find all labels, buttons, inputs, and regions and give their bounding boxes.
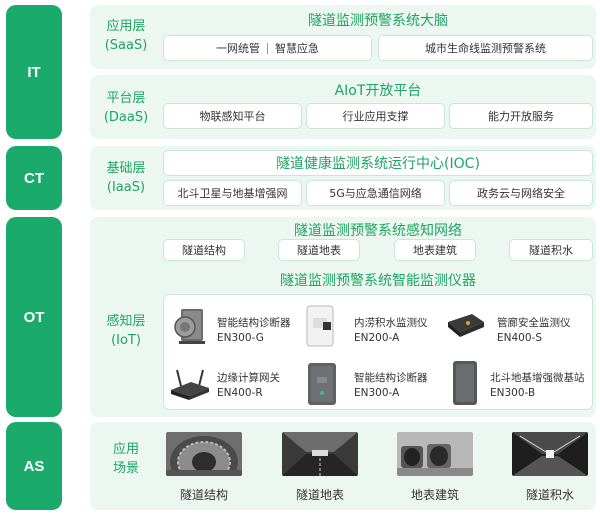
saas-label-line2: (SaaS): [104, 38, 148, 53]
scene-label-4: 隧道积水: [525, 488, 574, 502]
iot-label-line2: (IoT): [111, 333, 141, 348]
scene-label-1: 隧道结构: [179, 488, 228, 502]
sidebar-it: IT: [6, 5, 62, 139]
tunnel-surface-photo: [282, 432, 358, 476]
sidebar-ot-label: OT: [23, 308, 45, 326]
scenes-label-line2: 场景: [112, 461, 139, 476]
scene-label-3: 地表建筑: [410, 488, 459, 502]
saas-item-2: 城市生命线监测预警系统: [378, 35, 593, 61]
saas-item-1a: 一网统管: [216, 42, 260, 55]
surface-building-photo: [397, 432, 473, 476]
iaas-label-line1: 基础层: [106, 161, 146, 176]
saas-item-1b: 智慧应急: [275, 42, 319, 55]
iot-network-item-2: 隧道地表: [278, 239, 360, 261]
structure-diagnoser-g-icon: [174, 309, 205, 344]
daas-item-2: 行业应用支撑: [306, 103, 445, 129]
saas-title: 隧道监测预警系统大脑: [308, 13, 448, 29]
sidebar-ct-label: CT: [24, 169, 44, 187]
device-3-name: 管廊安全监测仪: [497, 317, 571, 329]
scenes-label: 应用 场景: [90, 440, 162, 478]
iaas-label: 基础层 (IaaS): [90, 159, 162, 197]
daas-item-3: 能力开放服务: [449, 103, 593, 129]
edge-gateway-icon: [171, 369, 209, 400]
iaas-item-2: 5G与应急通信网络: [306, 180, 445, 206]
tunnel-water-photo: [512, 432, 588, 476]
iot-instrument-title: 隧道监测预警系统智能监测仪器: [280, 273, 476, 289]
scenes-label-line1: 应用: [112, 442, 139, 457]
daas-title: AIoT开放平台: [334, 83, 422, 99]
saas-label-line1: 应用层: [106, 19, 146, 34]
device-5-label: 智能结构诊断器 EN300-A: [354, 371, 428, 401]
device-2-name: 内涝积水监测仪: [354, 317, 428, 329]
device-4-model: EN400-R: [217, 387, 263, 399]
device-3-label: 管廊安全监测仪 EN400-S: [497, 316, 571, 346]
sidebar-ct: CT: [6, 146, 62, 210]
iaas-label-line2: (IaaS): [106, 180, 146, 195]
daas-label-line1: 平台层: [106, 91, 146, 106]
device-3-model: EN400-S: [497, 332, 542, 344]
device-1-label: 智能结构诊断器 EN300-G: [217, 316, 291, 346]
instrument-card: [163, 294, 593, 410]
device-2-model: EN200-A: [354, 332, 400, 344]
tunnel-structure-photo: [166, 432, 242, 476]
iaas-item-1: 北斗卫星与地基增强网: [163, 180, 302, 206]
pipe-gallery-monitor-icon: [448, 314, 484, 337]
scene-label-2: 隧道地表: [295, 488, 344, 502]
device-5-name: 智能结构诊断器: [354, 372, 428, 384]
iaas-item-3: 政务云与网络安全: [449, 180, 593, 206]
separator: [267, 42, 268, 54]
device-1-model: EN300-G: [217, 332, 264, 344]
sidebar-it-label: IT: [27, 63, 41, 81]
iot-network-item-4: 隧道积水: [509, 239, 593, 261]
beidou-base-station-icon: [453, 361, 477, 405]
iot-label: 感知层 (IoT): [90, 312, 162, 350]
device-6-model: EN300-B: [490, 387, 536, 399]
iot-network-item-3: 地表建筑: [394, 239, 476, 261]
iot-label-line1: 感知层: [106, 314, 146, 329]
iaas-title-box: 隧道健康监测系统运行中心(IOC): [163, 150, 593, 176]
device-2-label: 内涝积水监测仪 EN200-A: [354, 316, 428, 346]
device-5-model: EN300-A: [354, 387, 400, 399]
saas-label: 应用层 (SaaS): [90, 17, 162, 55]
device-4-name: 边缘计算网关: [217, 372, 280, 384]
daas-item-1: 物联感知平台: [163, 103, 302, 129]
daas-label-line2: (DaaS): [103, 110, 149, 125]
iaas-title: 隧道健康监测系统运行中心(IOC): [276, 156, 480, 172]
sidebar-as: AS: [6, 422, 62, 510]
waterlogging-monitor-icon: [306, 305, 334, 347]
sidebar-as-label: AS: [23, 457, 45, 475]
sidebar-ot: OT: [6, 217, 62, 417]
iot-network-title: 隧道监测预警系统感知网络: [294, 223, 462, 239]
device-6-label: 北斗地基增强微基站 EN300-B: [490, 371, 585, 401]
iot-network-item-1: 隧道结构: [163, 239, 245, 261]
saas-item-1: 一网统管 智慧应急: [163, 35, 372, 61]
structure-diagnoser-a-icon: [308, 363, 336, 405]
device-6-name: 北斗地基增强微基站: [490, 372, 585, 384]
daas-label: 平台层 (DaaS): [90, 89, 162, 127]
device-4-label: 边缘计算网关 EN400-R: [217, 371, 280, 401]
device-1-name: 智能结构诊断器: [217, 317, 291, 329]
